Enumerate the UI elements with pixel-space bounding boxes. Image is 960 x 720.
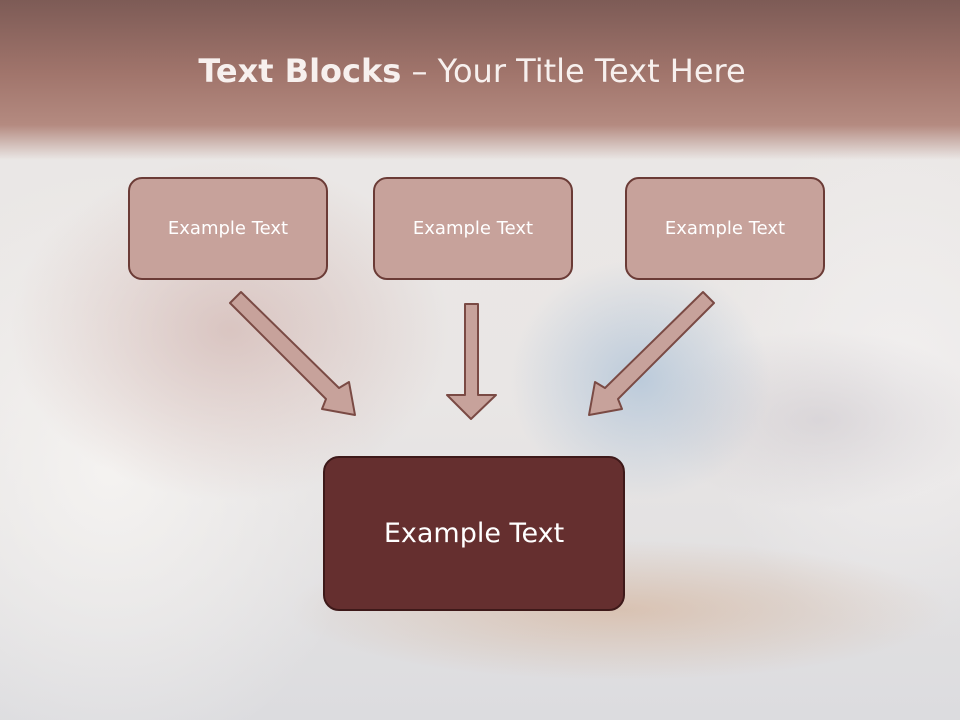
- text-block-2-label: Example Text: [412, 218, 534, 239]
- slide-title[interactable]: Text Blocks – Your Title Text Here: [0, 52, 944, 90]
- title-dash: –: [401, 52, 438, 90]
- title-rest-text: Your Title Text Here: [437, 52, 746, 90]
- text-block-3[interactable]: Example Text: [625, 177, 825, 280]
- text-block-3-label: Example Text: [664, 218, 786, 239]
- title-bold-text: Text Blocks: [198, 52, 402, 90]
- arrow-center-icon[interactable]: [446, 303, 497, 420]
- text-block-1-label: Example Text: [167, 218, 289, 239]
- main-text-block-label: Example Text: [383, 518, 565, 549]
- main-text-block[interactable]: Example Text: [323, 456, 625, 611]
- arrow-right-icon[interactable]: [588, 291, 715, 416]
- text-block-2[interactable]: Example Text: [373, 177, 573, 280]
- text-block-1[interactable]: Example Text: [128, 177, 328, 280]
- arrow-left-icon[interactable]: [229, 291, 356, 416]
- title-band: [0, 0, 960, 160]
